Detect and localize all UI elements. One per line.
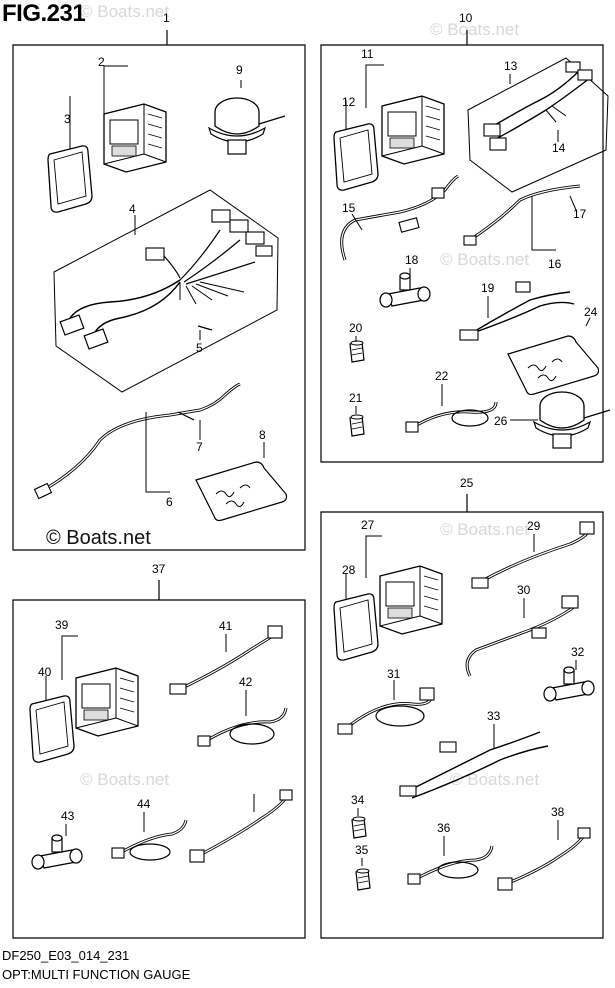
gauge-kit-2-3: 2 3 xyxy=(47,55,167,213)
callout-25: 25 xyxy=(460,476,474,490)
callout-30: 31 xyxy=(387,667,401,681)
cable-29: 30 xyxy=(465,583,579,677)
harness-32: 33 xyxy=(399,709,549,799)
callout-36: 38 xyxy=(551,805,565,819)
cable-6-7: 7 6 xyxy=(33,382,241,509)
figure-code: DF250_E03_014_231 xyxy=(2,948,130,963)
callout-18: 18 xyxy=(405,253,419,267)
group-box-25: 25 xyxy=(320,476,604,939)
group-box-10: 10 xyxy=(320,11,604,463)
sensor-9: 9 xyxy=(208,63,286,155)
callout-24: 26 xyxy=(494,414,508,428)
callout-39: 40 xyxy=(38,665,52,679)
callout-3: 3 xyxy=(64,112,71,126)
callout-13: 13 xyxy=(504,59,518,73)
callout-40: 41 xyxy=(219,619,233,633)
plug-34: 35 xyxy=(355,843,371,891)
callout-14: 14 xyxy=(552,141,566,155)
group-box-37: 37 xyxy=(12,562,306,939)
callout-38: 39 xyxy=(55,618,69,632)
callout-34: 35 xyxy=(355,843,369,857)
callout-31: 32 xyxy=(571,645,585,659)
callout-43: 44 xyxy=(137,797,151,811)
plug-20: 20 xyxy=(349,321,365,363)
callout-28: 29 xyxy=(527,519,541,533)
figure-caption: OPT:MULTI FUNCTION GAUGE xyxy=(2,967,191,982)
callout-23: 24 xyxy=(584,305,598,319)
cable-36: 38 xyxy=(497,805,591,891)
callout-35: 36 xyxy=(437,821,451,835)
callout-27: 28 xyxy=(342,563,356,577)
bag-8: 8 xyxy=(195,428,288,522)
callout-1: 1 xyxy=(163,11,170,25)
cable-15: 15 xyxy=(340,174,459,261)
watermark-1: © Boats.net xyxy=(80,2,170,21)
watermark-main: © Boats.net xyxy=(46,527,151,549)
harness-13-14: 13 14 xyxy=(467,57,609,193)
group-box-1: 1 xyxy=(12,11,306,551)
cable-41: 42 xyxy=(197,675,288,747)
watermark-5: © Boats.net xyxy=(80,770,170,789)
callout-4: 4 xyxy=(129,202,136,216)
callout-19: 19 xyxy=(481,281,495,295)
callout-33: 34 xyxy=(351,793,365,807)
callout-8: 8 xyxy=(259,428,266,442)
harness-kit-4-5: 4 5 xyxy=(53,189,279,393)
cable-35: 36 xyxy=(407,821,494,885)
callout-9: 9 xyxy=(236,63,243,77)
callout-17: 17 xyxy=(573,207,587,221)
callout-12: 12 xyxy=(342,95,356,109)
watermark-6: © Boats.net xyxy=(450,770,540,789)
callout-16: 16 xyxy=(548,257,562,271)
watermark-4: © Boats.net xyxy=(440,520,530,539)
gauge-kit-26-27: 27 28 xyxy=(333,518,443,661)
harness-19: 19 xyxy=(459,281,575,341)
callout-37: 37 xyxy=(152,562,166,576)
callout-15: 15 xyxy=(342,201,356,215)
gauge-kit-11-12: 11 12 xyxy=(333,47,445,191)
callout-10: 10 xyxy=(459,11,473,25)
callout-6: 6 xyxy=(166,495,173,509)
callout-21: 21 xyxy=(349,391,363,405)
callout-11: 11 xyxy=(361,47,374,61)
watermark-2: © Boats.net xyxy=(430,20,520,39)
callout-5: 5 xyxy=(196,341,203,355)
cable-30: 31 xyxy=(337,667,435,735)
callout-26: 27 xyxy=(361,518,375,532)
callout-41: 42 xyxy=(239,675,253,689)
tee-42: 43 xyxy=(31,809,83,870)
plug-33: 34 xyxy=(351,793,367,839)
tee-18: 18 xyxy=(379,253,431,308)
cable-43: 44 xyxy=(111,797,188,861)
callout-29: 30 xyxy=(517,583,531,597)
gauge-kit-38-39: 39 40 xyxy=(29,618,139,763)
cable-40: 41 xyxy=(169,619,283,695)
callout-22: 22 xyxy=(435,369,449,383)
callout-7: 7 xyxy=(196,440,203,454)
plug-21: 21 xyxy=(349,391,365,437)
tee-31: 32 xyxy=(543,645,595,702)
callout-2: 2 xyxy=(98,55,105,69)
cable-22: 22 xyxy=(405,369,498,433)
callout-20: 20 xyxy=(349,321,363,335)
cable-44 xyxy=(189,789,293,863)
figure-title: FIG.231 xyxy=(2,0,86,27)
callout-32: 33 xyxy=(487,709,501,723)
bag-23: 24 xyxy=(507,305,600,396)
callout-42: 43 xyxy=(61,809,75,823)
cable-28: 29 xyxy=(471,519,595,589)
watermark-3: © Boats.net xyxy=(440,250,530,269)
sensor-24: 26 xyxy=(494,391,611,449)
cable-16-17: 17 16 xyxy=(463,184,587,271)
